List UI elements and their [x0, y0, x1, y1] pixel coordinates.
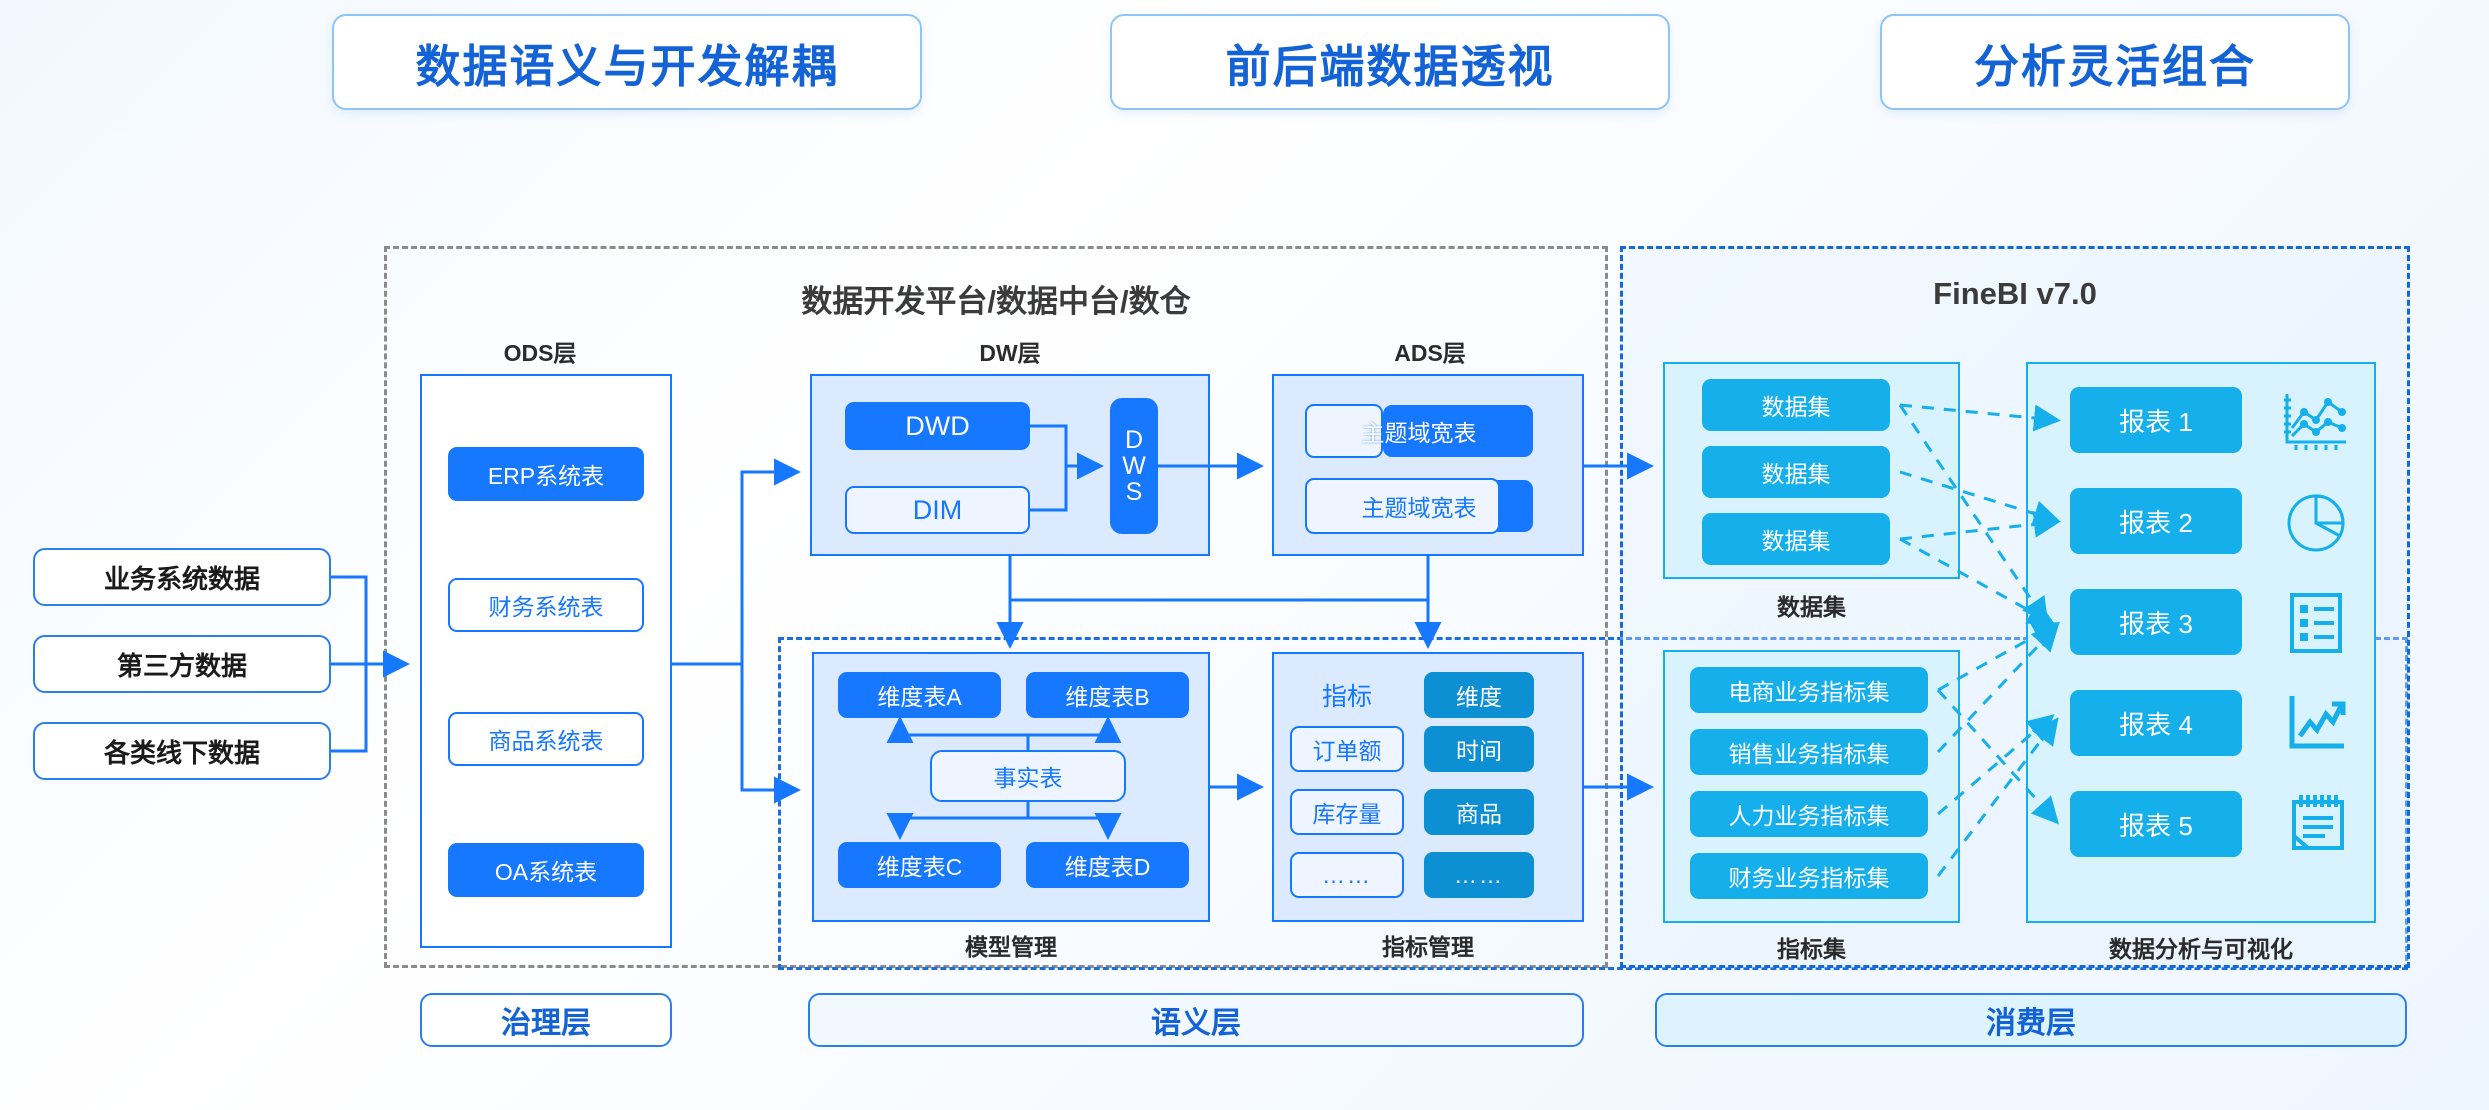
source-box-3-label: 各类线下数据 [103, 737, 260, 768]
report-item-5[interactable]: 报表 5 [2070, 791, 2242, 857]
dw-node-dws-label: D [1124, 425, 1144, 454]
ods-item-oa-label: OA系统表 [494, 859, 598, 885]
metricset-item-3[interactable]: 人力业务指标集 [1690, 791, 1928, 837]
model-dim-a-label: 维度表A [877, 684, 962, 710]
dataset-item-2[interactable]: 数据集 [1702, 446, 1890, 498]
bottom-layer-governance[interactable]: 治理层 [420, 993, 672, 1047]
metric-left-item-2[interactable]: 库存量 [1290, 789, 1404, 835]
dataset-item-3[interactable]: 数据集 [1702, 513, 1890, 565]
header-pill-3-label: 分析灵活组合 [1973, 40, 2256, 92]
ods-item-erp[interactable]: ERP系统表 [448, 447, 644, 501]
dw-caption: DW层 [979, 340, 1041, 366]
model-dim-b[interactable]: 维度表B [1026, 672, 1189, 718]
source-box-1-label: 业务系统数据 [103, 563, 260, 594]
platform-zone-title: 数据开发平台/数据中台/数仓 [801, 284, 1191, 319]
ods-item-finance-label: 财务系统表 [488, 594, 604, 620]
dataset-item-1[interactable]: 数据集 [1702, 379, 1890, 431]
source-box-3[interactable]: 各类线下数据 [33, 722, 331, 780]
report-item-3[interactable]: 报表 3 [2070, 589, 2242, 655]
model-dim-c[interactable]: 维度表C [838, 842, 1001, 888]
model-dim-c-label: 维度表C [876, 854, 963, 880]
platform-zone [384, 246, 1608, 968]
ods-item-product[interactable]: 商品系统表 [448, 712, 644, 766]
ads-item-2[interactable] [1305, 478, 1500, 534]
ads-item-2-label: 主题域宽表 [1361, 495, 1477, 521]
trend-up-chart-icon [2286, 692, 2348, 759]
model-fact-table-label: 事实表 [993, 765, 1063, 791]
metricset-item-4[interactable]: 财务业务指标集 [1690, 853, 1928, 899]
metric-right-header[interactable]: 维度 [1424, 672, 1534, 718]
ods-item-product-label: 商品系统表 [488, 728, 604, 754]
dw-node-dwd-label: DWD [905, 410, 970, 441]
semantic-zone [778, 637, 2408, 970]
dataset-caption: 数据集 [1777, 594, 1846, 620]
metricset-item-2[interactable]: 销售业务指标集 [1690, 729, 1928, 775]
source-box-1[interactable]: 业务系统数据 [33, 548, 331, 606]
finebi-zone-title: FineBI v7.0 [1933, 276, 2097, 311]
pie-chart-icon [2285, 492, 2347, 559]
metricset-item-1[interactable]: 电商业务指标集 [1690, 667, 1928, 713]
dw-node-dwd[interactable]: DWD [845, 402, 1030, 450]
header-pill-1-label: 数据语义与开发解耦 [415, 40, 839, 92]
ads-item-1[interactable] [1383, 405, 1533, 457]
header-pill-3[interactable]: 分析灵活组合 [1880, 14, 2350, 110]
metric-right-item-2[interactable]: 商品 [1424, 789, 1534, 835]
ods-item-finance[interactable]: 财务系统表 [448, 578, 644, 632]
metric-left-item-3[interactable]: …… [1290, 852, 1404, 898]
source-box-2[interactable]: 第三方数据 [33, 635, 331, 693]
reports-caption: 数据分析与可视化 [2109, 936, 2293, 962]
metric-right-item-3[interactable]: …… [1424, 852, 1534, 898]
line-scatter-chart-icon [2282, 390, 2350, 455]
model-dim-a[interactable]: 维度表A [838, 672, 1001, 718]
header-pill-1[interactable]: 数据语义与开发解耦 [332, 14, 922, 110]
ods-item-oa[interactable]: OA系统表 [448, 843, 644, 897]
model-caption: 模型管理 [965, 934, 1057, 960]
metric-left-header: 指标 [1321, 683, 1372, 711]
metric-caption: 指标管理 [1382, 934, 1474, 960]
ads-caption: ADS层 [1394, 340, 1466, 366]
source-box-2-label: 第三方数据 [116, 650, 247, 681]
notepad-icon [2288, 792, 2348, 859]
metric-right-item-1[interactable]: 时间 [1424, 726, 1534, 772]
ads-item-1-outline [1305, 404, 1383, 458]
header-pill-2-label: 前后端数据透视 [1225, 40, 1555, 92]
dw-node-dws[interactable]: D W S [1110, 398, 1158, 534]
model-dim-b-label: 维度表B [1065, 684, 1150, 710]
bottom-layer-consumption[interactable]: 消费层 [1655, 993, 2407, 1047]
dw-node-dim-label: DIM [912, 494, 963, 525]
metricset-caption: 指标集 [1777, 936, 1846, 962]
report-item-2[interactable]: 报表 2 [2070, 488, 2242, 554]
metric-left-item-1[interactable]: 订单额 [1290, 726, 1404, 772]
ods-item-erp-label: ERP系统表 [487, 463, 605, 489]
header-pill-2[interactable]: 前后端数据透视 [1110, 14, 1670, 110]
ods-caption: ODS层 [503, 340, 577, 366]
dw-node-dim[interactable]: DIM [845, 486, 1030, 534]
model-dim-d-label: 维度表D [1064, 854, 1151, 880]
bottom-layer-semantic[interactable]: 语义层 [808, 993, 1584, 1047]
report-item-1[interactable]: 报表 1 [2070, 387, 2242, 453]
report-item-4[interactable]: 报表 4 [2070, 690, 2242, 756]
metric-right-header-label: 维度 [1456, 684, 1502, 710]
model-fact-table[interactable]: 事实表 [930, 750, 1126, 802]
model-dim-d[interactable]: 维度表D [1026, 842, 1189, 888]
list-report-icon [2288, 592, 2344, 659]
ads-item-1-label: 主题域宽表 [1361, 420, 1477, 446]
